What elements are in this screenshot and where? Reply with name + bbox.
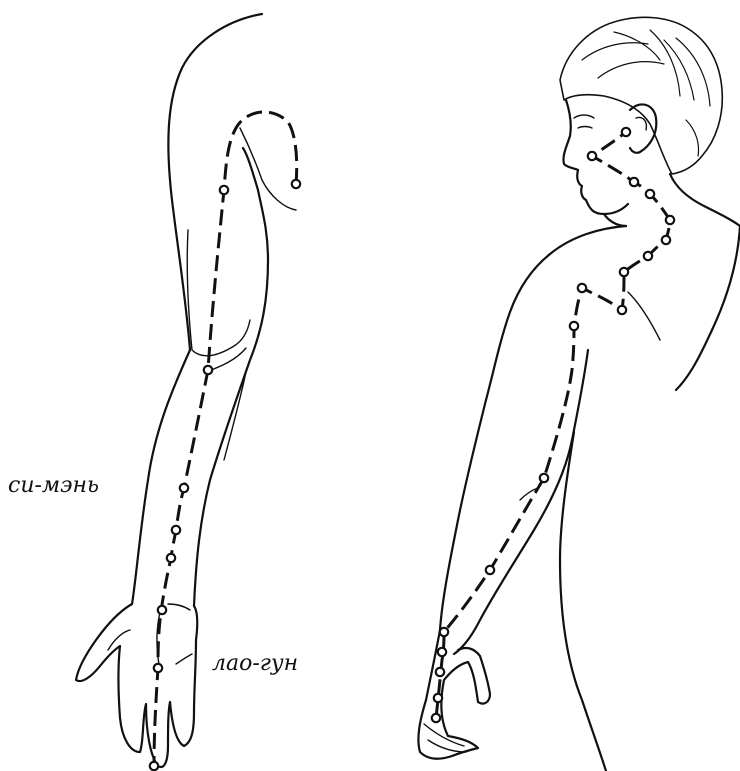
acupoint	[436, 668, 444, 676]
right-torso-figure	[418, 17, 740, 771]
acupoint	[150, 762, 158, 770]
acupoint	[167, 554, 175, 562]
left-palm-line-2	[176, 654, 192, 664]
left-hand-contour	[76, 604, 197, 767]
back-contour	[676, 226, 740, 390]
ear-inner	[636, 118, 646, 131]
acupoint	[540, 474, 548, 482]
acupoint	[570, 322, 578, 330]
acupoint	[588, 152, 596, 160]
acupoint-lao-gun	[154, 664, 162, 672]
acupoint	[172, 526, 180, 534]
left-palm-line-3	[168, 604, 190, 610]
label-si-men: си-мэнь	[8, 473, 99, 498]
acupoint	[486, 566, 494, 574]
left-shoulder-notch	[240, 128, 296, 210]
acupoint	[204, 366, 212, 374]
shoulder-blade-line	[628, 292, 660, 340]
acupoint	[158, 606, 166, 614]
acupoint	[618, 306, 626, 314]
acupoint	[620, 268, 628, 276]
eye	[578, 127, 592, 129]
acupoint-si-men	[180, 484, 188, 492]
left-meridian-points	[150, 180, 300, 770]
left-biceps-line	[187, 230, 250, 356]
right-finger-line	[428, 740, 466, 752]
acupoint	[646, 190, 654, 198]
torso-side-contour	[560, 432, 606, 771]
acupoint	[622, 128, 630, 136]
acupoint	[630, 178, 638, 186]
shoulder-contour	[440, 226, 626, 630]
acupoint	[644, 252, 652, 260]
acupoint	[438, 648, 446, 656]
acupoint	[292, 180, 300, 188]
right-meridian-points	[432, 128, 674, 722]
acupoint	[432, 714, 440, 722]
label-lao-gun: лао-гун	[212, 651, 298, 676]
acupoint	[666, 216, 674, 224]
neck-front	[604, 214, 626, 226]
right-meridian-line	[436, 132, 670, 718]
left-forearm-line	[224, 372, 246, 460]
left-arm-outer-contour	[132, 14, 262, 604]
right-hand-contour	[418, 630, 490, 759]
brow	[574, 115, 594, 118]
acupoint	[220, 186, 228, 194]
neck-back	[670, 174, 740, 226]
acupoint	[662, 236, 670, 244]
acupoint	[578, 284, 586, 292]
acupoint	[440, 628, 448, 636]
acupoint	[434, 694, 442, 702]
